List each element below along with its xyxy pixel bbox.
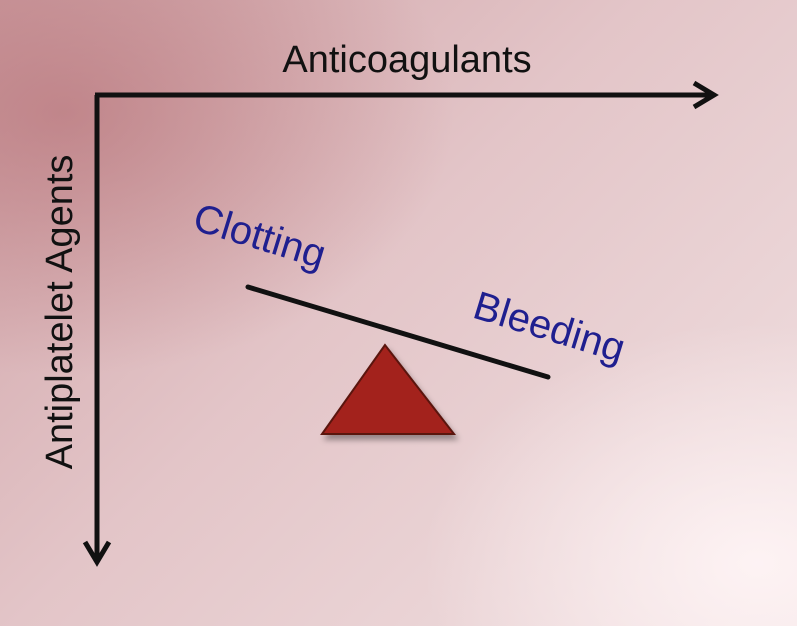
y-axis-arrowhead	[82, 540, 112, 567]
x-axis-label: Anticoagulants	[282, 39, 531, 81]
balance-beam	[245, 284, 551, 380]
x-axis-arrowhead	[692, 80, 719, 110]
y-axis-label: Antiplatelet Agents	[39, 155, 81, 470]
clotting-label: Clotting	[188, 196, 331, 278]
fulcrum-triangle	[320, 343, 457, 435]
y-axis	[82, 95, 112, 567]
x-axis	[95, 80, 719, 110]
